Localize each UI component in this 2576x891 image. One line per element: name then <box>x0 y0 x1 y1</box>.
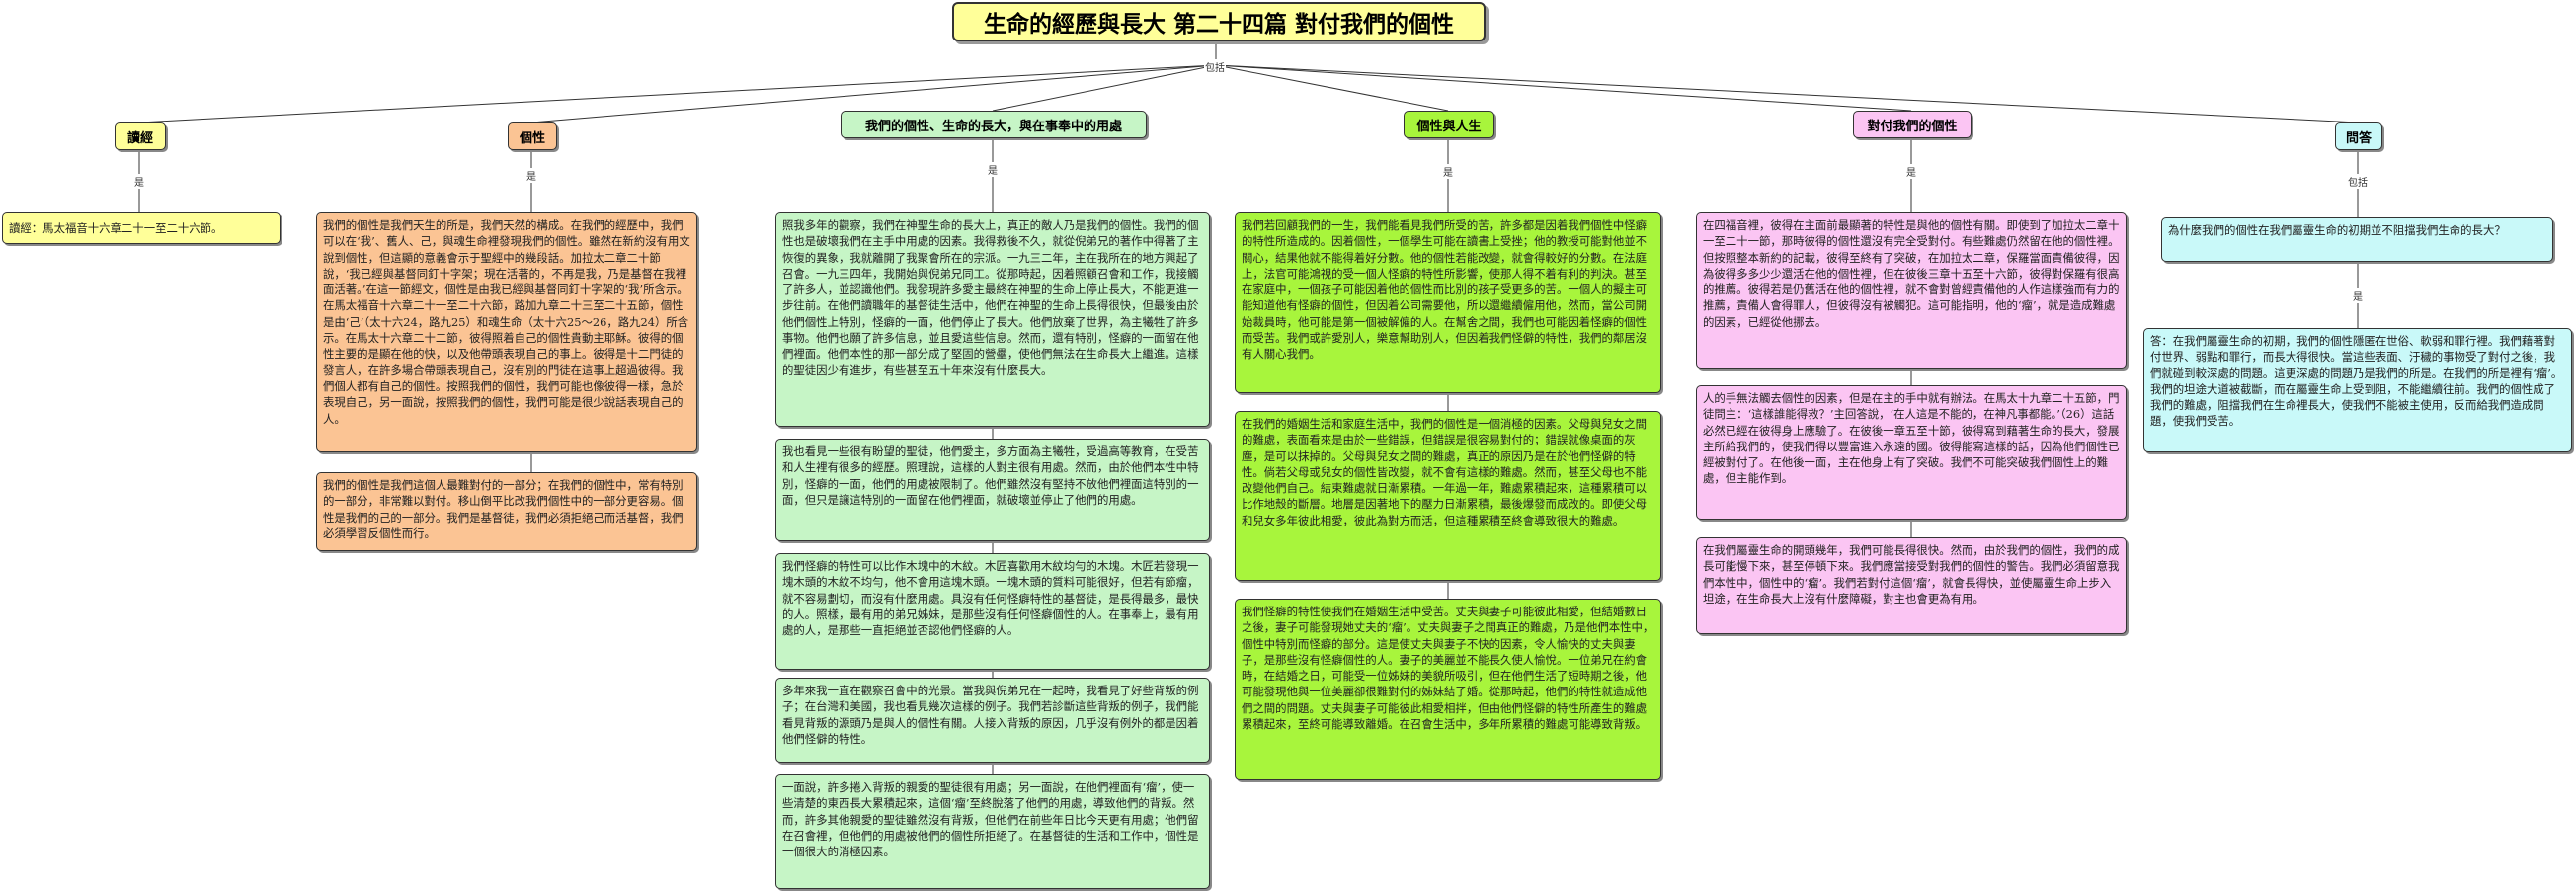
note-qa-question[interactable]: 為什麼我們的個性在我們屬靈生命的初期並不阻擋我們生命的長大？ <box>2161 217 2553 262</box>
note-life-3[interactable]: 我們怪癖的特性使我們在婚姻生活中受苦。丈夫與妻子可能彼此相愛，但結婚數日之後，妻… <box>1235 599 1661 780</box>
note-service-4[interactable]: 多年來我一直在觀察召會中的光景。當我與倪弟兄在一起時，我看見了好些背叛的例子；在… <box>775 678 1210 763</box>
note-service-3[interactable]: 我們怪癖的特性可以比作木塊中的木紋。木匠喜歡用木紋均勻的木塊。木匠若發現一塊木頭… <box>775 553 1210 670</box>
relation-label-reading: 是 <box>133 174 145 189</box>
relation-label-personality: 是 <box>525 168 537 183</box>
note-life-2[interactable]: 在我們的婚姻生活和家庭生活中，我們的個性是一個消極的因素。父母與兒女之間的難處，… <box>1235 411 1661 581</box>
branch-line-qa <box>1215 64 2359 123</box>
relation-label-qa-answer: 是 <box>2352 288 2364 303</box>
topic-service[interactable]: 我們的個性、生命的長大，與在事奉中的用處 <box>841 111 1147 138</box>
relation-label-life: 是 <box>1442 164 1454 179</box>
note-service-1[interactable]: 照我多年的觀察，我們在神聖生命的長大上，真正的敵人乃是我們的個性。我們的個性也是… <box>775 212 1210 427</box>
topic-qa[interactable]: 問答 <box>2335 122 2382 150</box>
topic-reading[interactable]: 讀經 <box>115 122 166 150</box>
root-relation-label: 包括 <box>1204 59 1226 74</box>
topic-deal[interactable]: 對付我們的個性 <box>1853 111 1972 138</box>
branch-line-life <box>1215 64 1449 112</box>
note-reading[interactable]: 讀經：馬太福音十六章二十一至二十六節。 <box>2 212 281 244</box>
note-deal-1[interactable]: 在四福音裡，彼得在主面前最顯著的特性是與他的個性有關。即使到了加拉太二章十一至二… <box>1696 212 2127 369</box>
note-personality-2[interactable]: 我們的個性是我們這個人最難對付的一部分；在我們的個性中，常有特別的一部分，非常難… <box>316 472 697 551</box>
branch-line-reading <box>138 64 1217 123</box>
topic-life[interactable]: 個性與人生 <box>1404 111 1494 138</box>
root-title[interactable]: 生命的經歷與長大 第二十四篇 對付我們的個性 <box>952 2 1486 41</box>
note-service-5[interactable]: 一面說，許多捲入背叛的親愛的聖徒很有用處；另一面說，在他們裡面有‘瘤’，使一些清… <box>775 774 1210 889</box>
note-personality-1[interactable]: 我們的個性是我們天生的所是，我們天然的構成。在我們的經歷中，我們可以在‘我’、舊… <box>316 212 697 452</box>
relation-label-deal: 是 <box>1905 164 1917 179</box>
topic-personality[interactable]: 個性 <box>508 122 557 150</box>
note-deal-2[interactable]: 人的手無法觸去個性的因素，但是在主的手中就有辦法。在馬太十九章二十五節，門徒問主… <box>1696 385 2127 520</box>
note-service-2[interactable]: 我也看見一些很有盼望的聖徒，他們愛主，多方面為主犧牲，受過高等教育，在受苦和人生… <box>775 439 1210 541</box>
relation-label-qa: 包括 <box>2347 174 2369 189</box>
note-life-1[interactable]: 我們若回顧我們的一生，我們能看見我們所受的苦，許多都是因着我們個性中怪癖的特性所… <box>1235 212 1661 393</box>
relation-label-service: 是 <box>987 162 999 177</box>
note-deal-3[interactable]: 在我們屬靈生命的開頭幾年，我們可能長得很快。然而，由於我們的個性，我們的成長可能… <box>1696 537 2127 634</box>
branch-line-deal <box>1215 64 1912 112</box>
branch-line-service <box>992 64 1217 112</box>
note-qa-answer[interactable]: 答：在我們屬靈生命的初期，我們的個性隱匿在世俗、軟弱和罪行裡。我們藉著對付世界、… <box>2143 328 2572 452</box>
branch-line-personality <box>530 64 1217 123</box>
